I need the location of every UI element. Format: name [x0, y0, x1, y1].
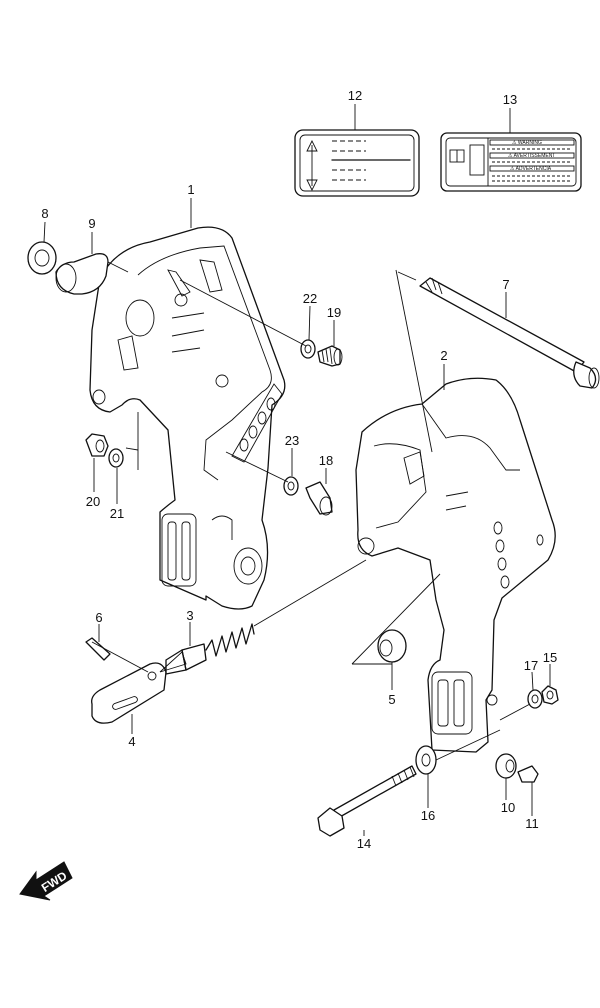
washer-21 — [108, 448, 124, 468]
fwd-arrow: FWD — [19, 861, 73, 901]
collar-10 — [495, 753, 517, 779]
warning-line-2: ⚠ AVERTISSEMENT — [508, 153, 555, 159]
part-number-labels: 12 13 1 8 9 7 22 19 2 23 18 20 21 6 3 4 … — [41, 88, 557, 851]
bolt-19 — [317, 345, 343, 367]
label-7: 7 — [502, 277, 509, 292]
label-2: 2 — [440, 348, 447, 363]
label-11: 11 — [525, 816, 539, 831]
bolt-14 — [317, 765, 417, 837]
label-22: 22 — [303, 291, 317, 306]
hazard-icon — [469, 144, 485, 176]
label-19: 19 — [327, 305, 341, 320]
nut-15 — [541, 685, 559, 705]
label-4: 4 — [128, 734, 135, 749]
cap-9 — [55, 253, 109, 295]
label-8: 8 — [41, 206, 48, 221]
label-3: 3 — [186, 608, 193, 623]
label-21: 21 — [110, 506, 124, 521]
warning-line-3: ⚠ ADVERTENCIA — [510, 166, 552, 172]
clamp-bracket-1 — [89, 226, 286, 610]
label-14: 14 — [357, 836, 371, 851]
clamp-bracket-2 — [355, 377, 556, 753]
label-5: 5 — [388, 692, 395, 707]
washer-23 — [283, 476, 299, 496]
label-16: 16 — [421, 808, 435, 823]
nut-8 — [27, 241, 57, 275]
label-6: 6 — [95, 610, 102, 625]
tilt-shaft-7 — [419, 277, 600, 389]
decal-label-12 — [294, 129, 420, 197]
assembly-lines — [91, 261, 531, 761]
bolt-11 — [517, 765, 539, 783]
label-20: 20 — [86, 494, 100, 509]
label-17: 17 — [524, 658, 538, 673]
label-10: 10 — [501, 800, 515, 815]
label-18: 18 — [319, 453, 333, 468]
label-13: 13 — [503, 92, 517, 107]
bolt-18 — [305, 481, 333, 516]
label-1: 1 — [187, 182, 194, 197]
warning-label-13: ⚠ WARNING ⚠ AVERTISSEMENT ⚠ ADVERTENCIA — [440, 132, 582, 192]
label-23: 23 — [285, 433, 299, 448]
washer-22 — [300, 339, 316, 359]
spring-3 — [165, 623, 255, 675]
washer-16 — [415, 745, 437, 775]
nut-20 — [85, 433, 109, 457]
label-12: 12 — [348, 88, 362, 103]
lever-4 — [91, 662, 167, 724]
warning-line-1: ⚠ WARNING — [512, 140, 542, 146]
label-9: 9 — [88, 216, 95, 231]
plate-5 — [377, 629, 407, 663]
pin-6 — [85, 637, 111, 661]
label-15: 15 — [543, 650, 557, 665]
washer-17 — [527, 689, 543, 709]
leader-lines — [43, 104, 551, 836]
